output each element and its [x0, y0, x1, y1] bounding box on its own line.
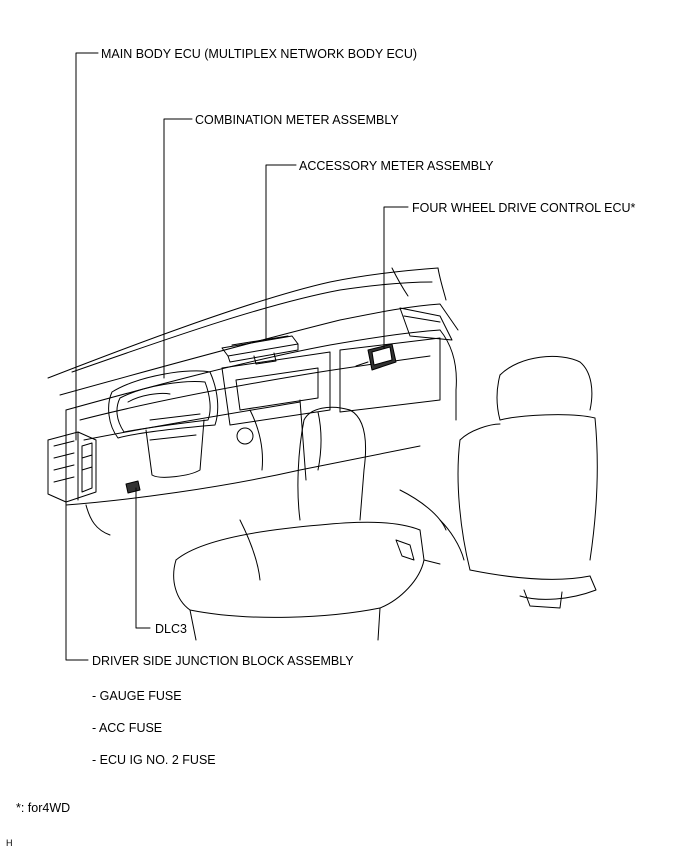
accessory-meter-label: ACCESSORY METER ASSEMBLY	[299, 159, 494, 173]
passenger-seat	[439, 355, 598, 609]
fuse-item: - ACC FUSE	[92, 721, 163, 735]
dashboard-body	[59, 303, 459, 536]
fuse-item: - GAUGE FUSE	[92, 689, 182, 703]
fuse-item: - ECU IG NO. 2 FUSE	[92, 753, 216, 767]
four-wheel-drive-ecu-drawing	[355, 343, 397, 371]
accessory-meter-drawing	[221, 335, 299, 365]
four-wheel-drive-ecu-label: FOUR WHEEL DRIVE CONTROL ECU*	[412, 201, 636, 215]
junction-block-drawing	[47, 431, 97, 503]
floor-lines	[395, 489, 447, 565]
dlc3-label: DLC3	[155, 622, 187, 636]
driver-side-jb-label: DRIVER SIDE JUNCTION BLOCK ASSEMBLY	[92, 654, 354, 668]
dlc3-drawing	[125, 480, 141, 494]
combination-meter-label: COMBINATION METER ASSEMBLY	[195, 113, 399, 127]
leader-lines	[65, 52, 409, 661]
corner-code: H	[6, 838, 13, 848]
windshield-outline	[47, 267, 447, 379]
footnote: *: for4WD	[16, 801, 71, 815]
combination-meter-drawing	[108, 370, 219, 478]
main-body-ecu-label: MAIN BODY ECU (MULTIPLEX NETWORK BODY EC…	[101, 47, 418, 61]
driver-seat	[173, 406, 425, 641]
